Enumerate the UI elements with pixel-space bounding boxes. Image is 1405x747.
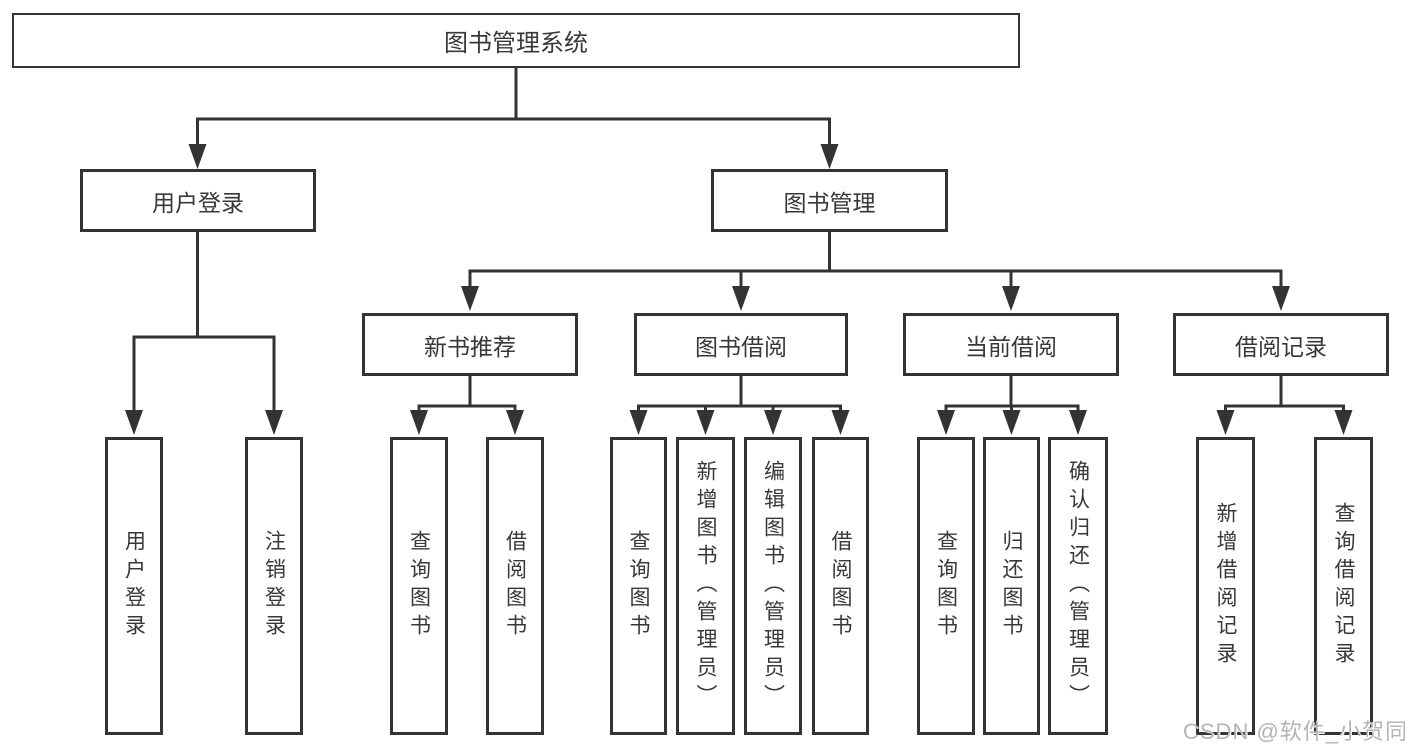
arrow-icon bbox=[1069, 410, 1087, 435]
node-book-borrow-label: 图书借阅 bbox=[695, 333, 787, 360]
leaf-query-books-3-label: 查询图书 bbox=[934, 530, 958, 642]
arrow-icon bbox=[696, 410, 715, 435]
node-borrow-records: 借阅记录 bbox=[1173, 313, 1389, 376]
leaf-query-borrow-record-label: 查询借阅记录 bbox=[1332, 502, 1355, 670]
node-current-borrow: 当前借阅 bbox=[903, 313, 1119, 376]
edge-user-login-to-leaves bbox=[132, 232, 276, 416]
arrow-icon bbox=[629, 410, 648, 435]
leaf-borrow-books-1-label: 借阅图书 bbox=[503, 530, 527, 642]
node-borrow-records-label: 借阅记录 bbox=[1235, 333, 1327, 360]
node-current-borrow-label: 当前借阅 bbox=[965, 333, 1057, 360]
arrow-icon bbox=[265, 410, 283, 435]
leaf-borrow-books-2: 借阅图书 bbox=[812, 437, 869, 735]
leaf-logout-label: 注销登录 bbox=[262, 530, 286, 642]
leaf-borrow-books-1: 借阅图书 bbox=[486, 437, 544, 735]
arrow-icon bbox=[732, 286, 750, 311]
leaf-confirm-return-admin: 确认归还（管理员） bbox=[1048, 437, 1108, 735]
leaf-edit-book-admin: 编辑图书（管理员） bbox=[744, 437, 802, 735]
arrow-icon bbox=[188, 144, 207, 169]
csdn-watermark: CSDN @软件_小贺同学 bbox=[1183, 719, 1405, 744]
arrow-icon bbox=[937, 410, 955, 435]
arrow-icon bbox=[410, 410, 428, 435]
arrow-icon bbox=[1002, 410, 1021, 435]
node-new-book-recommend-label: 新书推荐 bbox=[424, 333, 516, 360]
arrow-icon bbox=[1334, 410, 1353, 435]
leaf-query-books-1-label: 查询图书 bbox=[407, 530, 431, 642]
arrow-icon bbox=[764, 410, 782, 435]
leaf-borrow-books-2-label: 借阅图书 bbox=[829, 530, 852, 642]
node-book-management: 图书管理 bbox=[711, 169, 948, 232]
leaf-confirm-return-admin-label: 确认归还（管理员） bbox=[1066, 460, 1090, 712]
leaf-user-login-label: 用户登录 bbox=[122, 530, 146, 642]
node-root: 图书管理系统 bbox=[12, 13, 1020, 68]
node-user-login-label: 用户登录 bbox=[152, 189, 244, 216]
edge-new-book-recommend-to-leaves bbox=[417, 376, 517, 416]
node-root-label: 图书管理系统 bbox=[444, 30, 588, 57]
leaf-query-books-1: 查询图书 bbox=[390, 437, 448, 735]
node-book-management-label: 图书管理 bbox=[783, 189, 876, 216]
arrowheads bbox=[125, 144, 1353, 435]
arrow-icon bbox=[820, 144, 839, 169]
arrow-icon bbox=[1272, 286, 1290, 311]
edge-root-to-level2 bbox=[196, 68, 831, 150]
arrow-icon bbox=[831, 410, 850, 435]
edge-book-borrow-to-leaves bbox=[637, 376, 842, 416]
arrow-icon bbox=[125, 410, 143, 435]
leaf-edit-book-admin-label: 编辑图书（管理员） bbox=[761, 460, 785, 712]
leaf-add-book-admin: 新增图书（管理员） bbox=[676, 437, 735, 735]
leaf-query-borrow-record: 查询借阅记录 bbox=[1314, 437, 1373, 735]
edge-book-management-to-level3 bbox=[468, 232, 1283, 292]
leaf-return-books: 归还图书 bbox=[983, 437, 1040, 735]
node-new-book-recommend: 新书推荐 bbox=[362, 313, 578, 376]
leaf-query-books-2-label: 查询图书 bbox=[627, 530, 650, 642]
leaf-query-books-3: 查询图书 bbox=[917, 437, 975, 735]
edge-borrow-records-to-leaves bbox=[1224, 376, 1345, 416]
node-book-borrow: 图书借阅 bbox=[634, 313, 848, 376]
arrow-icon bbox=[1216, 410, 1235, 435]
leaf-logout: 注销登录 bbox=[245, 437, 303, 735]
node-user-login: 用户登录 bbox=[80, 169, 316, 232]
leaf-add-book-admin-label: 新增图书（管理员） bbox=[694, 460, 717, 712]
arrow-icon bbox=[461, 286, 479, 311]
arrow-icon bbox=[506, 410, 524, 435]
leaf-user-login: 用户登录 bbox=[105, 437, 163, 735]
leaf-query-books-2: 查询图书 bbox=[610, 437, 667, 735]
leaf-return-books-label: 归还图书 bbox=[1000, 530, 1023, 642]
arrow-icon bbox=[1002, 286, 1020, 311]
leaf-add-borrow-record: 新增借阅记录 bbox=[1196, 437, 1255, 735]
leaf-add-borrow-record-label: 新增借阅记录 bbox=[1214, 502, 1237, 670]
